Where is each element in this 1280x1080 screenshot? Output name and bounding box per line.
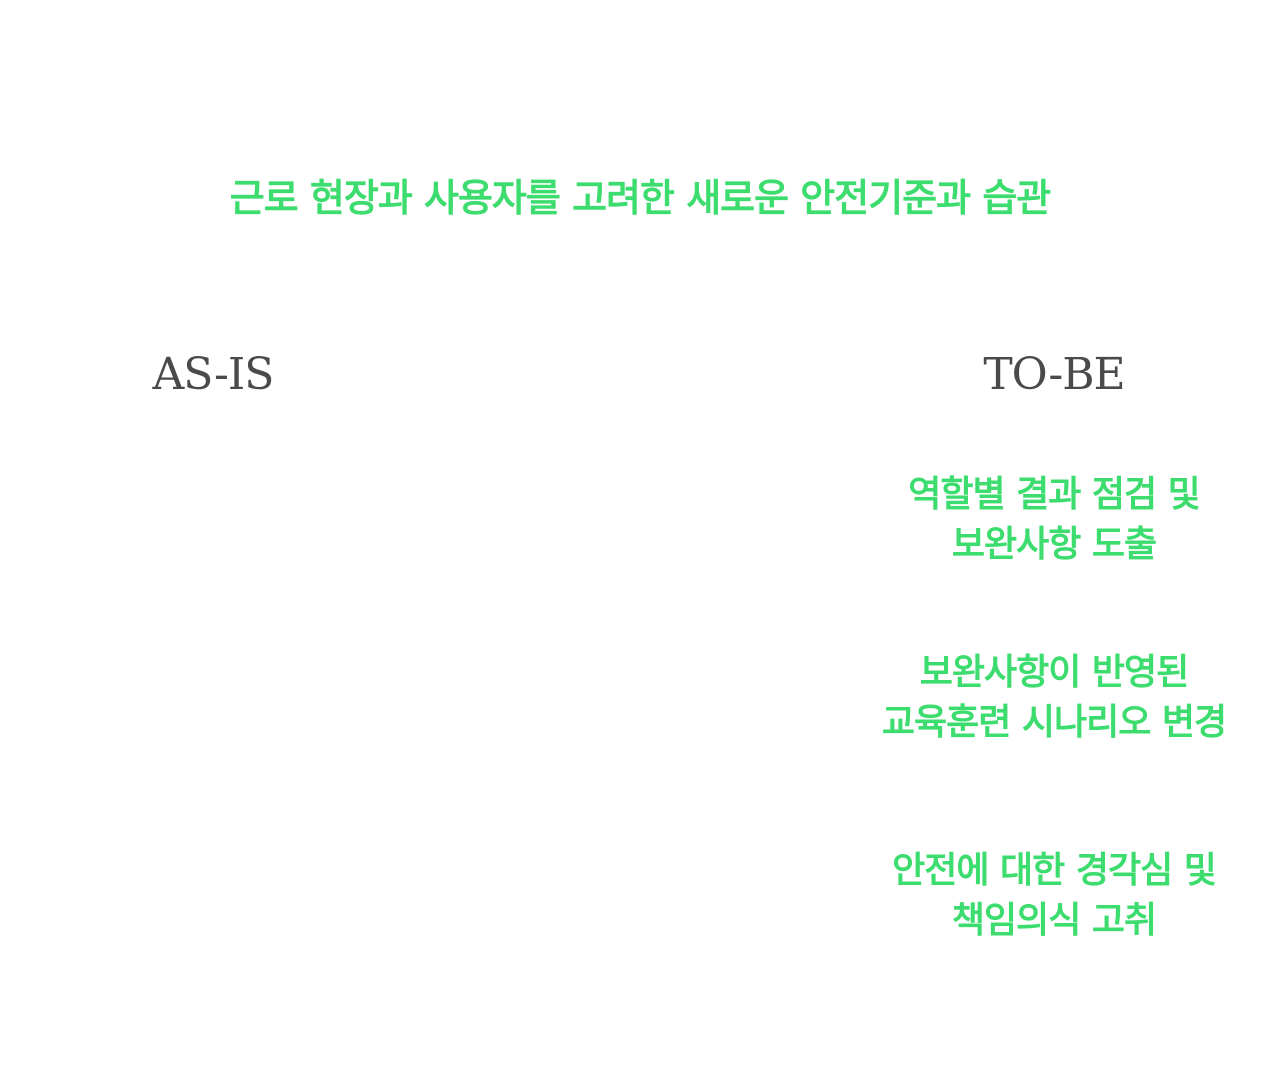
to-be-item-line: 역할별 결과 점검 및 bbox=[908, 474, 1201, 515]
to-be-item-line: 보완사항이 반영된 bbox=[919, 652, 1190, 693]
to-be-heading: TO-BE bbox=[983, 349, 1125, 400]
as-is-heading: AS-IS bbox=[152, 349, 275, 400]
to-be-item-line: 안전에 대한 경각심 및 bbox=[892, 850, 1217, 891]
to-be-item-line: 교육훈련 시나리오 변경 bbox=[881, 702, 1227, 743]
to-be-item-line: 책임의식 고취 bbox=[951, 900, 1157, 941]
to-be-item-line: 보완사항 도출 bbox=[951, 524, 1157, 565]
to-be-item-awareness: 안전에 대한 경각심 및 책임의식 고취 bbox=[854, 846, 1254, 946]
to-be-item-scenario: 보완사항이 반영된 교육훈련 시나리오 변경 bbox=[854, 648, 1254, 748]
headline: 근로 현장과 사용자를 고려한 새로운 안전기준과 습관 bbox=[229, 176, 1052, 221]
to-be-item-review: 역할별 결과 점검 및 보완사항 도출 bbox=[854, 470, 1254, 570]
